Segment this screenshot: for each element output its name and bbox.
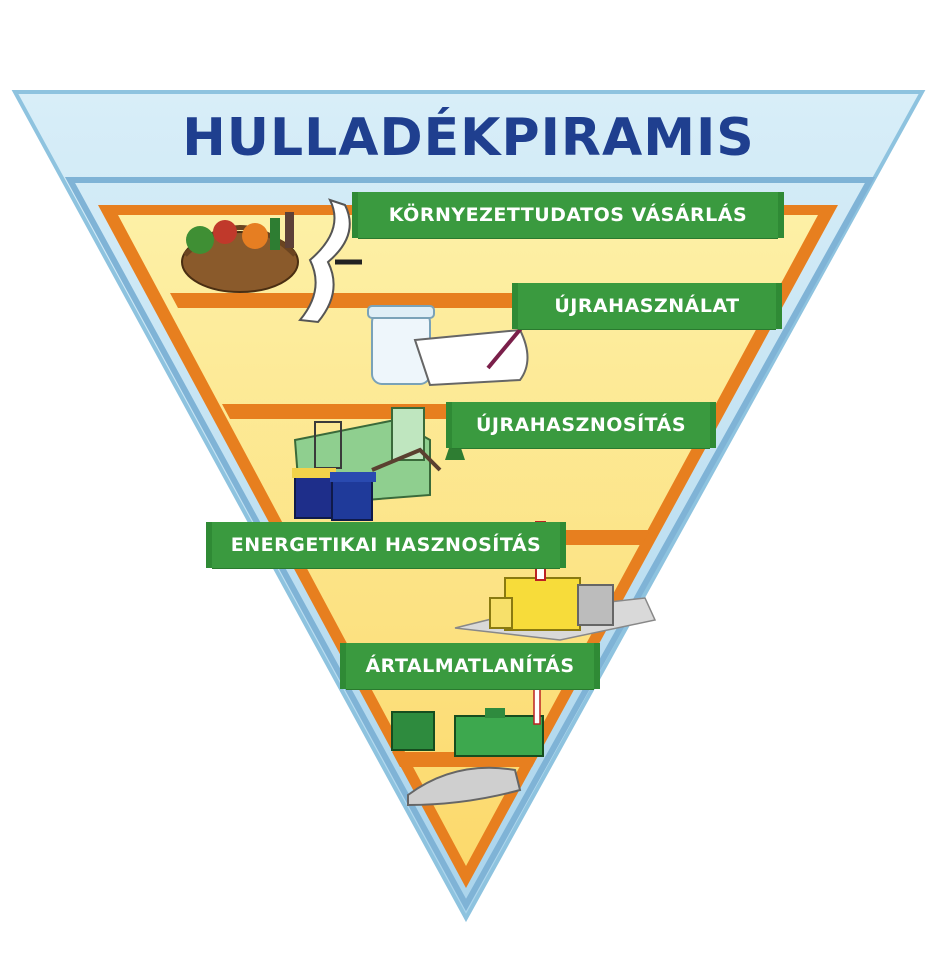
level-label-recycling: ÚJRAHASZNOSÍTÁS xyxy=(446,402,716,448)
energy-plant-illustration xyxy=(454,521,657,641)
level-label-energy-recovery: ENERGETIKAI HASZNOSÍTÁS xyxy=(206,522,566,568)
level-label-environmentally-conscious-shopping: KÖRNYEZETTUDATOS VÁSÁRLÁS xyxy=(352,192,784,238)
level-label-reuse: ÚJRAHASZNÁLAT xyxy=(512,283,782,329)
shopping-basket-illustration xyxy=(181,198,362,324)
level-label-disposal: ÁRTALMATLANÍTÁS xyxy=(340,643,600,689)
landfill-illustration xyxy=(391,687,544,807)
glass-jar-illustration xyxy=(367,305,530,387)
recycling-plant-illustration xyxy=(292,407,465,521)
diagram-title: HULLADÉKPIRAMIS xyxy=(182,108,755,168)
